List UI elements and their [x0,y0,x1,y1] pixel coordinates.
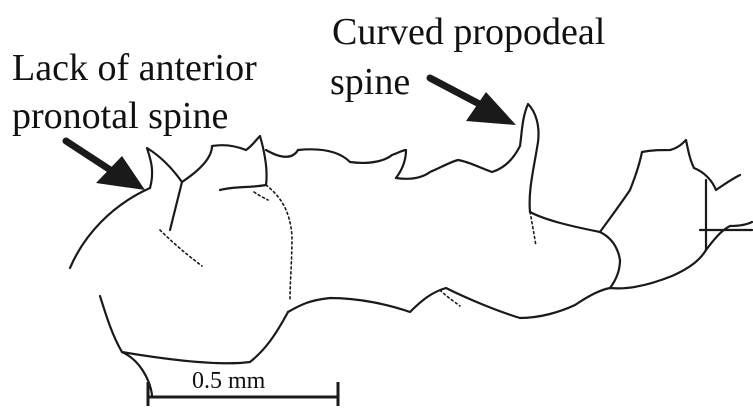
petiole-ventral [610,250,706,288]
mesonotum-dorsal [266,149,406,178]
propodeal-label-line2: spine [330,61,410,103]
scale-bar-label: 0.5 mm [192,368,266,394]
mesosoma-outline [70,104,752,395]
propodeum-ventral [446,260,620,318]
pronotum-upper [182,145,246,182]
postpetiole [700,175,752,250]
propodeal-label-line1: Curved propodeal [332,11,605,53]
pronotal-suture [160,230,202,266]
mesonotum-ventral [288,288,446,312]
petiole [600,140,716,232]
pronotal-label-line2: pronotal spine [12,95,228,137]
scale-bar: 0.5 mm [148,368,338,406]
pronotal-label-line1: Lack of anterior [12,47,257,89]
neck-line [100,296,122,352]
propodeal-arrow [430,78,516,125]
mesonotal-spine [220,136,267,190]
pronotum-ventral [122,312,288,363]
mesonotal-short-suture [254,192,268,200]
pronotum-anterior-margin [70,188,150,268]
propodeal-declivity [530,212,620,260]
propodeal-suture [530,212,536,246]
pronotum-dorsum [147,148,182,230]
mesonotal-suture [266,185,292,300]
sutures [160,185,536,306]
pronotal-arrow [66,141,145,190]
